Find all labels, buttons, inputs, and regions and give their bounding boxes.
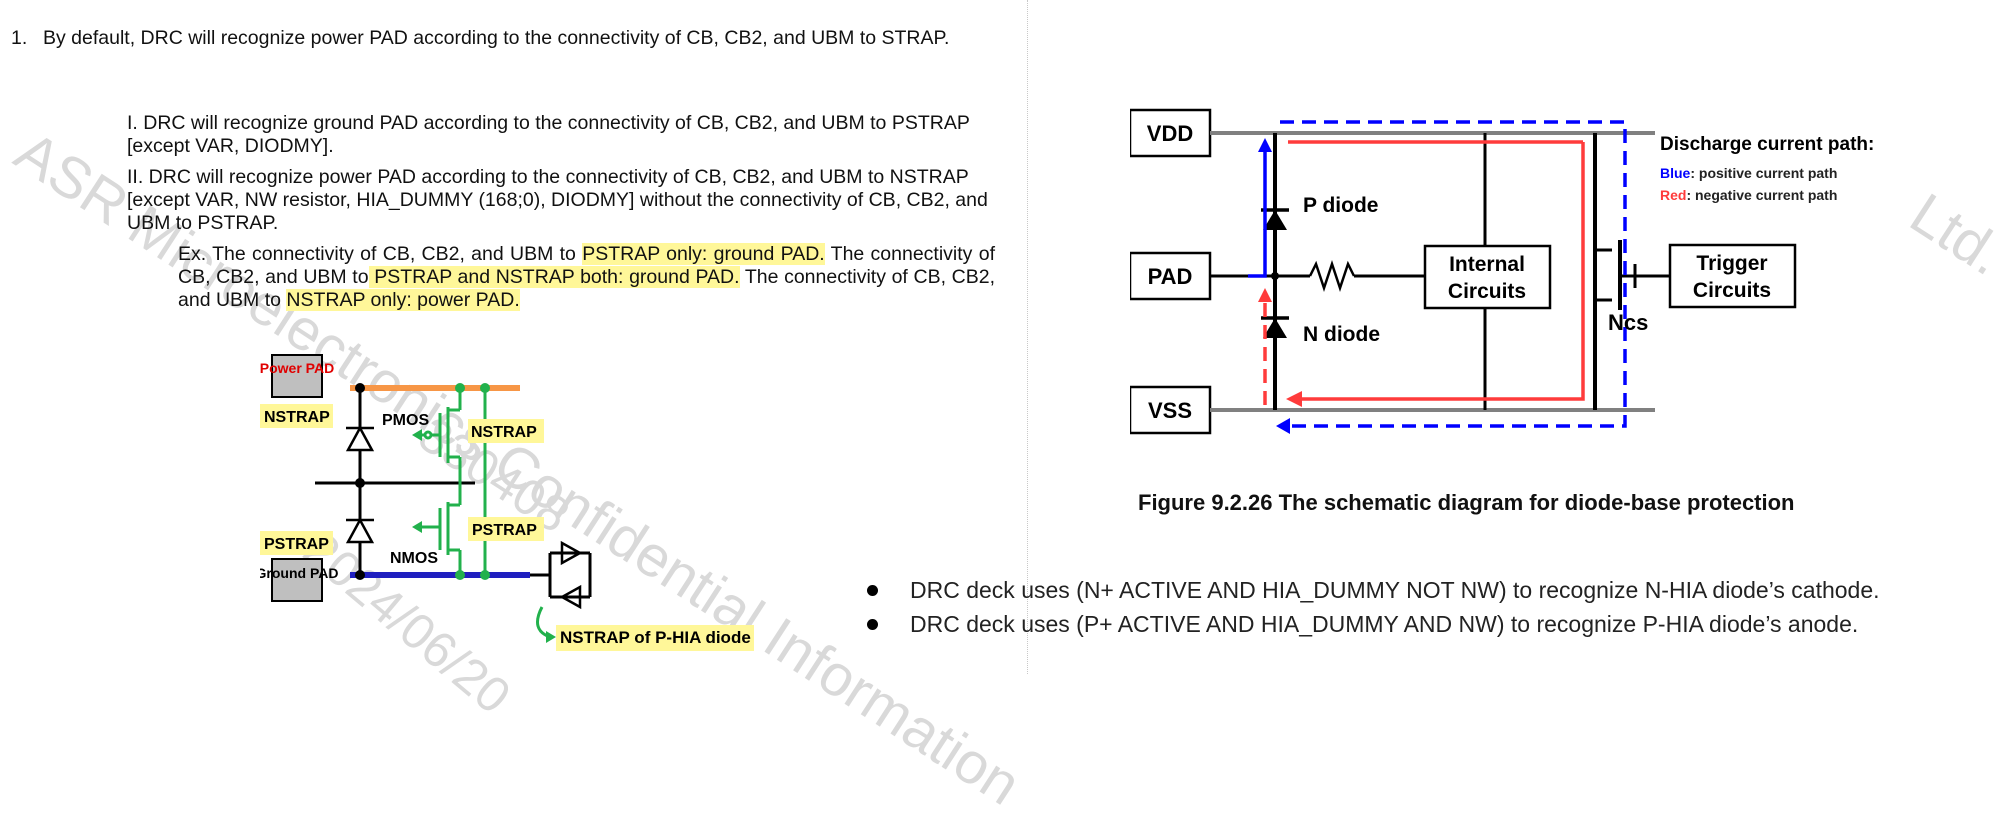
bullet-text-1: DRC deck uses (N+ ACTIVE AND HIA_DUMMY N… xyxy=(910,577,1880,603)
internal-circuits-box xyxy=(1423,244,1552,310)
ground-pad-label: Ground PAD xyxy=(260,565,338,581)
pmos-node-dot-2 xyxy=(480,383,490,393)
subitem-2: II. DRC will recognize power PAD accordi… xyxy=(127,166,988,234)
phia-pointer-arrowhead xyxy=(546,631,556,643)
legend-negative: Red: negative current path xyxy=(1660,187,1837,203)
pstrap-left-bg xyxy=(260,531,333,555)
trigger-circuits-label-1: Trigger xyxy=(1696,252,1767,275)
power-pad-box xyxy=(271,354,323,398)
n-diode-icon xyxy=(1263,318,1287,338)
protection-schematic: VDD PAD VSS P diode N diode Internal Cir… xyxy=(1130,108,1874,435)
pad-node-dot xyxy=(1271,272,1279,280)
legend-positive: Blue: positive current path xyxy=(1660,165,1837,181)
negative-path-arrowhead xyxy=(1258,288,1272,302)
pmos-label: PMOS xyxy=(382,412,429,429)
example-text-2: The connectivity of CB, CB2, and UBM to xyxy=(178,243,995,288)
item-text: By default, DRC will recognize power PAD… xyxy=(43,27,950,49)
item-number: 1. xyxy=(11,27,28,49)
positive-path-end-arrowhead xyxy=(1276,418,1290,434)
example-paragraph: Ex. The connectivity of CB, CB2, and UBM… xyxy=(178,243,995,312)
node-dot-top xyxy=(355,383,365,393)
bullet-dot-2 xyxy=(867,619,878,630)
p-diode-icon xyxy=(1263,210,1287,230)
p-diode-label: P diode xyxy=(1303,194,1378,217)
power-pad-label: Power PAD xyxy=(260,360,334,376)
vss-box xyxy=(1130,385,1212,435)
positive-path-arrowhead xyxy=(1258,138,1272,152)
ground-pad-box xyxy=(271,558,323,602)
vdd-label: VDD xyxy=(1147,121,1193,146)
nmos-label: NMOS xyxy=(390,550,438,567)
nmos-arrow-icon xyxy=(412,521,422,533)
example-text-3: The connectivity of CB, CB2, and UBM to xyxy=(178,266,995,311)
nstrap-phia-label: NSTRAP of P-HIA diode xyxy=(560,628,751,647)
legend-title: Discharge current path: xyxy=(1660,134,1874,155)
pad-label: PAD xyxy=(1148,264,1193,289)
pstrap-right-label: PSTRAP xyxy=(472,522,537,539)
internal-circuits-label-1: Internal xyxy=(1449,253,1525,276)
example-text-1: Ex. The connectivity of CB, CB2, and UBM… xyxy=(178,243,583,265)
positive-path-solid xyxy=(1248,150,1267,278)
nmos-node-dot-1 xyxy=(455,570,465,580)
lower-diode-icon xyxy=(345,517,375,544)
vss-label: VSS xyxy=(1148,398,1192,423)
upper-diode-icon xyxy=(345,425,375,452)
nstrap-top-left-bg xyxy=(260,404,333,428)
strap-diagram: Power PAD Ground PAD NSTRAP PMOS NSTRAP … xyxy=(260,354,754,651)
pstrap-left-label: PSTRAP xyxy=(264,536,329,553)
vdd-box xyxy=(1130,108,1212,158)
node-dot-bottom xyxy=(355,570,365,580)
ncs-label: Ncs xyxy=(1608,310,1648,335)
internal-circuits-label-2: Circuits xyxy=(1448,280,1526,303)
nstrap-phia-bg xyxy=(556,625,754,651)
n-diode-label: N diode xyxy=(1303,323,1380,346)
pstrap-right-bg xyxy=(468,517,544,541)
nstrap-top-right-bg xyxy=(468,419,544,443)
pad-box xyxy=(1130,251,1212,301)
example-highlight-3: NSTRAP only: power PAD. xyxy=(286,289,520,311)
figure-caption: Figure 9.2.26 The schematic diagram for … xyxy=(1138,490,1795,515)
pmos-arrow-icon xyxy=(412,429,422,441)
negative-path-end-arrowhead xyxy=(1286,391,1302,407)
example-highlight-2: PSTRAP and NSTRAP both: ground PAD. xyxy=(368,266,740,288)
resistor-icon xyxy=(1308,260,1356,292)
nstrap-top-right-label: NSTRAP xyxy=(471,424,537,441)
subitem-1: I. DRC will recognize ground PAD accordi… xyxy=(127,112,970,157)
trigger-circuits-box xyxy=(1668,243,1797,309)
node-dot-mid xyxy=(355,478,365,488)
bullet-text-2: DRC deck uses (P+ ACTIVE AND HIA_DUMMY A… xyxy=(910,611,1859,637)
bullet-dot-1 xyxy=(867,585,878,596)
positive-path-dashed xyxy=(1280,120,1627,428)
column-divider xyxy=(1027,0,1029,674)
pmos-node-dot-1 xyxy=(455,383,465,393)
example-highlight-1: PSTRAP only: ground PAD. xyxy=(582,243,825,265)
nmos-node-dot-2 xyxy=(480,570,490,580)
nstrap-top-left-label: NSTRAP xyxy=(264,409,330,426)
negative-path-solid xyxy=(1300,142,1585,401)
trigger-circuits-label-2: Circuits xyxy=(1693,279,1771,302)
